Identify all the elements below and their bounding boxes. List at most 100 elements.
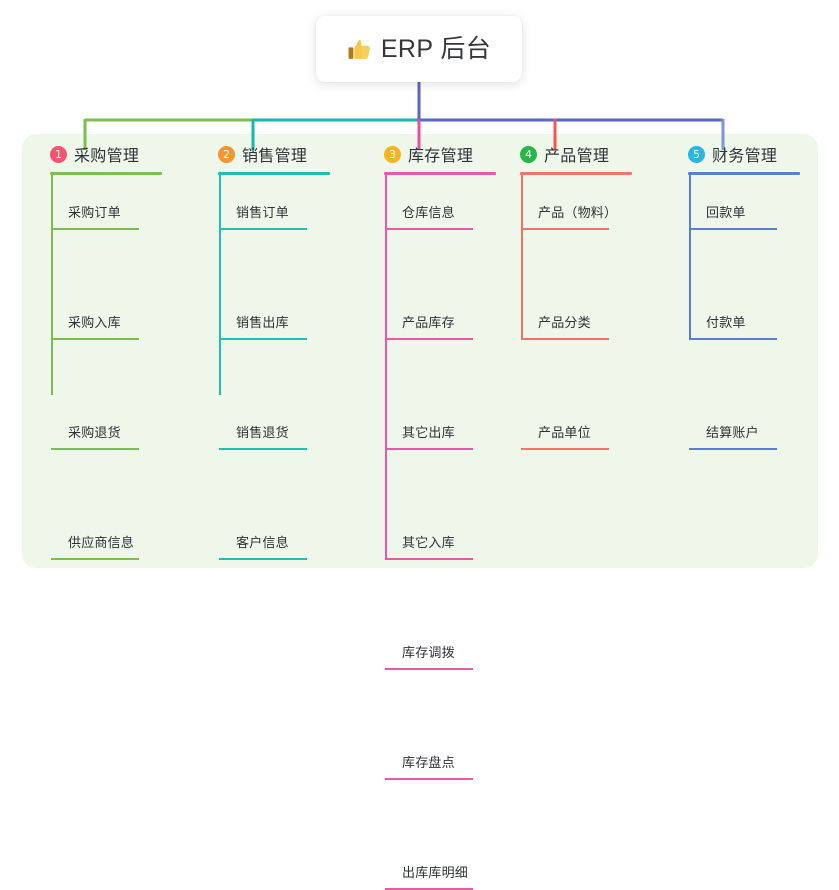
column-items-3: 仓库信息产品库存其它出库其它入库库存调拨库存盘点出库库明细 (370, 175, 525, 890)
column-5: 5 财务管理回款单付款单结算账户 (674, 134, 829, 450)
column-header-3[interactable]: 3 库存管理 (370, 134, 525, 174)
column-underline-1 (50, 172, 162, 175)
list-item[interactable]: 产品单位 (506, 395, 661, 450)
list-item-underline (219, 558, 307, 560)
list-item[interactable]: 结算账户 (674, 395, 829, 450)
column-badge-4: 4 (520, 145, 537, 163)
column-header-2[interactable]: 2 销售管理 (204, 134, 359, 174)
list-item[interactable]: 产品分类 (506, 285, 661, 340)
list-item-underline (521, 338, 609, 340)
list-item-underline (385, 778, 473, 780)
column-header-4[interactable]: 4 产品管理 (506, 134, 661, 174)
column-underline-2 (218, 172, 330, 175)
list-item[interactable]: 采购退货 (36, 395, 191, 450)
list-item[interactable]: 客户信息 (204, 505, 359, 560)
list-item-label: 回款单 (706, 205, 746, 220)
list-item-underline (385, 448, 473, 450)
list-item-label: 其它出库 (402, 425, 455, 440)
column-badge-2: 2 (218, 145, 235, 163)
list-item[interactable]: 供应商信息 (36, 505, 191, 560)
list-item-label: 销售出库 (236, 315, 289, 330)
list-item-underline (385, 558, 473, 560)
list-item[interactable]: 其它入库 (370, 505, 525, 560)
column-badge-3: 3 (384, 145, 401, 163)
list-item[interactable]: 付款单 (674, 285, 829, 340)
column-title-4: 产品管理 (544, 148, 610, 165)
list-item-underline (51, 338, 139, 340)
list-item[interactable]: 其它出库 (370, 395, 525, 450)
list-item[interactable]: 产品（物料） (506, 175, 661, 230)
column-underline-4 (520, 172, 632, 175)
column-header-5[interactable]: 5 财务管理 (674, 134, 829, 174)
list-item[interactable]: 产品库存 (370, 285, 525, 340)
list-item[interactable]: 销售订单 (204, 175, 359, 230)
list-item[interactable]: 出库库明细 (370, 835, 525, 890)
list-item[interactable]: 库存调拨 (370, 615, 525, 670)
column-3: 3 库存管理仓库信息产品库存其它出库其它入库库存调拨库存盘点出库库明细 (370, 134, 525, 890)
column-header-1[interactable]: 1 采购管理 (36, 134, 191, 174)
column-items-2: 销售订单销售出库销售退货客户信息 (204, 175, 359, 560)
list-item-label: 付款单 (706, 315, 746, 330)
list-item-label: 采购入库 (68, 315, 121, 330)
list-item-label: 库存盘点 (402, 755, 455, 770)
list-item-underline (689, 338, 777, 340)
list-item-label: 仓库信息 (402, 205, 455, 220)
list-item[interactable]: 销售出库 (204, 285, 359, 340)
list-item[interactable]: 库存盘点 (370, 725, 525, 780)
list-item-underline (521, 228, 609, 230)
column-badge-5: 5 (688, 145, 705, 163)
column-spine-1 (51, 175, 53, 395)
list-item-underline (521, 448, 609, 450)
list-item[interactable]: 仓库信息 (370, 175, 525, 230)
list-item-label: 出库库明细 (402, 865, 469, 880)
column-title-3: 库存管理 (408, 148, 474, 165)
list-item-underline (219, 228, 307, 230)
list-item-underline (51, 558, 139, 560)
list-item-underline (51, 448, 139, 450)
list-item-label: 其它入库 (402, 535, 455, 550)
column-items-4: 产品（物料） 产品分类产品单位 (506, 175, 661, 450)
list-item-label: 销售退货 (236, 425, 289, 440)
list-item-underline (219, 448, 307, 450)
list-item-underline (51, 228, 139, 230)
column-spine-4 (521, 175, 523, 340)
list-item-underline (385, 668, 473, 670)
list-item-label: 产品分类 (538, 315, 591, 330)
list-item[interactable]: 回款单 (674, 175, 829, 230)
column-spine-5 (689, 175, 691, 340)
list-item-label: 客户信息 (236, 535, 289, 550)
columns-container: 1 采购管理采购订单采购入库采购退货供应商信息 2 销售管理销售订单销售出库销售退货客… (22, 134, 818, 890)
list-item-underline (689, 448, 777, 450)
list-item[interactable]: 采购入库 (36, 285, 191, 340)
column-title-2: 销售管理 (242, 148, 308, 165)
list-item-underline (385, 228, 473, 230)
column-items-1: 采购订单采购入库采购退货供应商信息 (36, 175, 191, 560)
column-2: 2 销售管理销售订单销售出库销售退货客户信息 (204, 134, 359, 560)
column-title-1: 采购管理 (74, 148, 140, 165)
column-title-5: 财务管理 (712, 148, 778, 165)
column-spine-2 (219, 175, 221, 395)
root-title-text: ERP 后台 (380, 34, 492, 63)
list-item-label: 产品（物料） (538, 205, 618, 220)
column-4: 4 产品管理产品（物料） 产品分类产品单位 (506, 134, 661, 450)
list-item-label: 结算账户 (706, 425, 759, 440)
list-item-label: 产品库存 (402, 315, 455, 330)
list-item[interactable]: 采购订单 (36, 175, 191, 230)
column-underline-3 (384, 172, 496, 175)
root-title-card: ERP 后台 (316, 16, 522, 82)
diagram-board (22, 134, 818, 568)
column-spine-3 (385, 175, 387, 560)
column-underline-5 (688, 172, 800, 175)
column-badge-1: 1 (50, 145, 67, 163)
list-item-label: 供应商信息 (68, 535, 135, 550)
list-item-label: 采购退货 (68, 425, 121, 440)
list-item-underline (385, 338, 473, 340)
list-item-label: 库存调拨 (402, 645, 455, 660)
list-item-underline (219, 338, 307, 340)
list-item-label: 产品单位 (538, 425, 591, 440)
list-item[interactable]: 销售退货 (204, 395, 359, 450)
list-item-underline (689, 228, 777, 230)
thumbs-up-icon (348, 39, 370, 59)
list-item-label: 销售订单 (236, 205, 289, 220)
column-items-5: 回款单付款单结算账户 (674, 175, 829, 450)
